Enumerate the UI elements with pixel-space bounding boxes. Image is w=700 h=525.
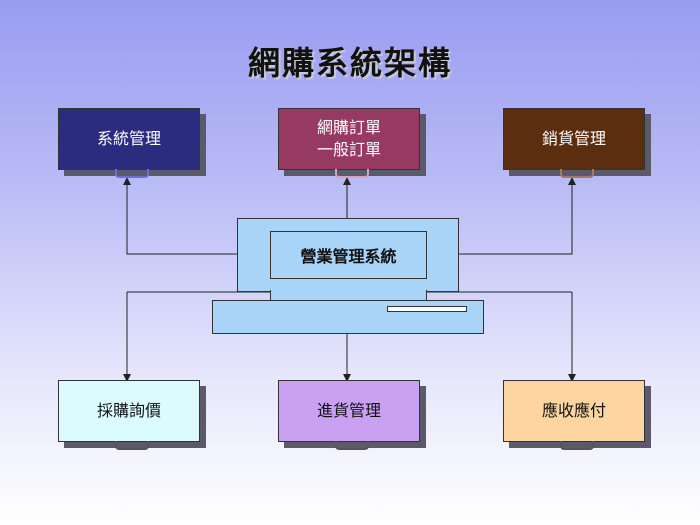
node-label-line1: 網購訂單 xyxy=(316,118,381,137)
node-label: 應收應付 xyxy=(541,401,606,420)
disk-slot xyxy=(387,306,467,312)
node-accounts: 應收應付 xyxy=(503,380,645,450)
node-orders: 網購訂單 一般訂單 xyxy=(278,108,420,178)
node-label: 進貨管理 xyxy=(316,401,381,420)
node-handle xyxy=(560,169,594,178)
connector-sales xyxy=(457,177,576,255)
node-sales-management: 銷貨管理 xyxy=(503,108,645,178)
node-handle xyxy=(335,441,369,450)
node-label: 銷貨管理 xyxy=(541,129,606,148)
computer-screen: 營業管理系統 xyxy=(270,231,427,279)
node-handle xyxy=(115,441,149,450)
node-label: 採購詢價 xyxy=(96,401,161,420)
connector-system xyxy=(123,177,237,255)
node-label: 系統管理 xyxy=(96,129,161,148)
computer-base xyxy=(212,300,484,334)
node-label-line2: 一般訂單 xyxy=(316,140,381,159)
node-handle xyxy=(560,441,594,450)
node-purchase-inquiry: 採購詢價 xyxy=(58,380,200,450)
node-stock-management: 進貨管理 xyxy=(278,380,420,450)
center-label: 營業管理系統 xyxy=(300,247,397,266)
node-system-management: 系統管理 xyxy=(58,108,200,178)
node-handle xyxy=(335,169,369,178)
node-handle xyxy=(115,169,149,178)
page-title: 網購系統架構 xyxy=(247,44,452,82)
